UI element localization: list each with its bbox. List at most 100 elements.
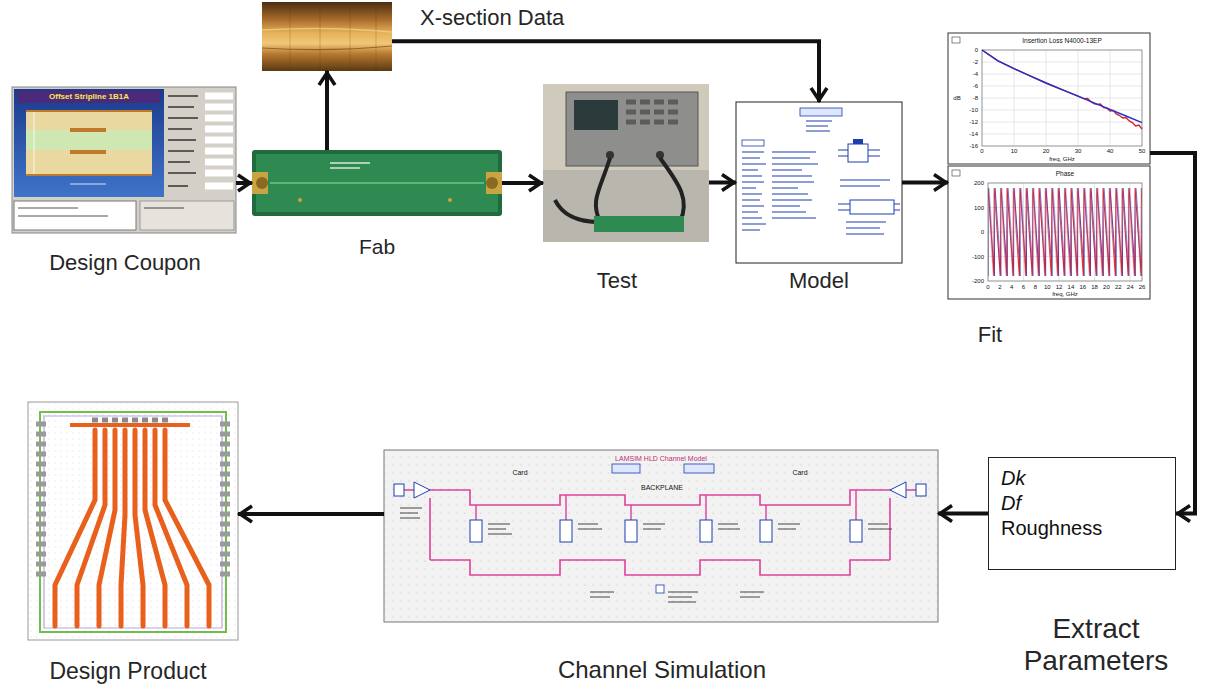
fab-board-art — [486, 177, 498, 189]
board-layout-art — [28, 402, 238, 640]
fit-plots-art — [988, 183, 1142, 281]
coupon-screenshot-art — [18, 208, 108, 216]
channel-schematic-art — [384, 450, 938, 622]
fit-plots-art — [982, 50, 1142, 146]
channel-schematic-art — [700, 520, 712, 542]
coupon-screenshot-art — [144, 207, 184, 208]
test-photo-art — [656, 151, 664, 159]
tick-label: 20 — [1042, 148, 1051, 154]
tick-label: 12 — [1055, 284, 1064, 290]
flow-arrow — [392, 41, 819, 102]
board-layout-art — [55, 430, 209, 626]
text-block — [12, 87, 36, 103]
channel-schematic-art — [476, 490, 856, 520]
tick-label: 200 — [973, 180, 985, 186]
tick-label: 20 — [1102, 284, 1111, 290]
tick-label: -16 — [968, 143, 979, 149]
channel-schematic-art — [470, 520, 482, 542]
tick-label: 18 — [1090, 284, 1099, 290]
channel-schematic-art — [916, 484, 926, 496]
board-layout-art — [92, 418, 168, 423]
text-block — [384, 450, 408, 466]
flow-arrow — [709, 181, 736, 185]
coupon-screenshot-art — [168, 96, 198, 186]
channel-schematic-art — [684, 464, 714, 473]
tick-label: -200 — [971, 278, 985, 284]
test-photo-art — [555, 158, 684, 222]
cross-section-art — [262, 46, 392, 50]
flow-arrow — [902, 181, 948, 185]
board-layout: Design Product — [28, 402, 238, 640]
coupon-screenshot-art — [18, 91, 160, 103]
tick-label: 0 — [985, 284, 990, 290]
test-photo-art — [606, 151, 614, 159]
cross-section-art — [262, 28, 392, 32]
cross-section-art — [262, 2, 392, 71]
coupon-screenshot-art — [26, 130, 152, 150]
step-caption: Fit — [978, 322, 1002, 347]
board-layout-art — [28, 402, 238, 640]
channel-schematic-art — [394, 484, 404, 496]
channel-schematic-art — [625, 520, 637, 542]
test-photo-art — [574, 100, 618, 130]
coupon-screenshot-art — [140, 201, 234, 230]
fit-plots-art — [982, 50, 1142, 123]
channel-schematic-art — [760, 520, 772, 542]
step-caption: Fab — [359, 235, 395, 258]
model-schematic: Model — [736, 102, 902, 263]
channel-schematic-art — [560, 520, 572, 542]
channel-schematic-art — [890, 482, 906, 498]
fit-plots-art — [988, 183, 1142, 281]
model-schematic-art — [848, 144, 868, 162]
coupon-screenshot-art — [34, 112, 106, 184]
tick-label: 2 — [997, 284, 1002, 290]
parameter-text: Roughness — [1001, 516, 1102, 541]
tick-label: -2 — [972, 59, 979, 65]
board-layout-art — [40, 412, 226, 632]
pcb-coupon: Fab — [252, 150, 502, 216]
test-photo-art — [543, 84, 709, 242]
caption-holder: Fit — [978, 322, 1002, 347]
axis-title: dB — [952, 95, 961, 101]
coupon-screenshot-art — [26, 112, 152, 130]
channel-schematic-art — [656, 585, 664, 593]
section-label: BACKPLANE — [640, 484, 684, 491]
test-photo: Test — [543, 84, 709, 242]
channel-schematic-art — [612, 464, 640, 473]
channel-schematic-art — [850, 520, 862, 542]
tick-label: -12 — [968, 119, 979, 125]
model-schematic-art — [772, 152, 818, 218]
parameter-text: Df — [1001, 491, 1102, 516]
tick-label: 24 — [1126, 284, 1135, 290]
test-photo-art — [626, 102, 678, 122]
caption-holder: X-section Data — [420, 5, 564, 30]
coupon-screenshot-art — [14, 201, 136, 230]
coupon-screenshot-art — [26, 150, 152, 174]
caption-holder: Design Product — [49, 658, 206, 684]
fit-plots-art — [948, 166, 1150, 299]
channel-schematic-art — [400, 508, 892, 602]
fit-plots-art — [982, 50, 1142, 146]
fit-plots-art — [952, 170, 960, 176]
test-photo-art — [543, 84, 709, 242]
section-label: Card — [791, 469, 808, 476]
coupon-screenshot: Design Coupon — [12, 87, 236, 233]
section-label: Card — [511, 469, 528, 476]
tick-label: 6 — [1021, 284, 1026, 290]
fab-board-art — [256, 154, 498, 212]
text-block — [28, 402, 52, 418]
model-schematic-art — [853, 139, 863, 144]
tick-label: 0 — [980, 229, 985, 235]
channel-schematic-art — [384, 450, 938, 622]
step-caption: Design Product — [49, 658, 206, 684]
tick-label: 10 — [1010, 148, 1019, 154]
step-caption: X-section Data — [420, 5, 564, 30]
parameter-box: DkDfRoughnessExtract Parameters — [988, 457, 1176, 570]
chart-title: Phase — [1055, 171, 1075, 178]
tick-label: 14 — [1067, 284, 1076, 290]
fit-plots-art — [988, 183, 1142, 281]
